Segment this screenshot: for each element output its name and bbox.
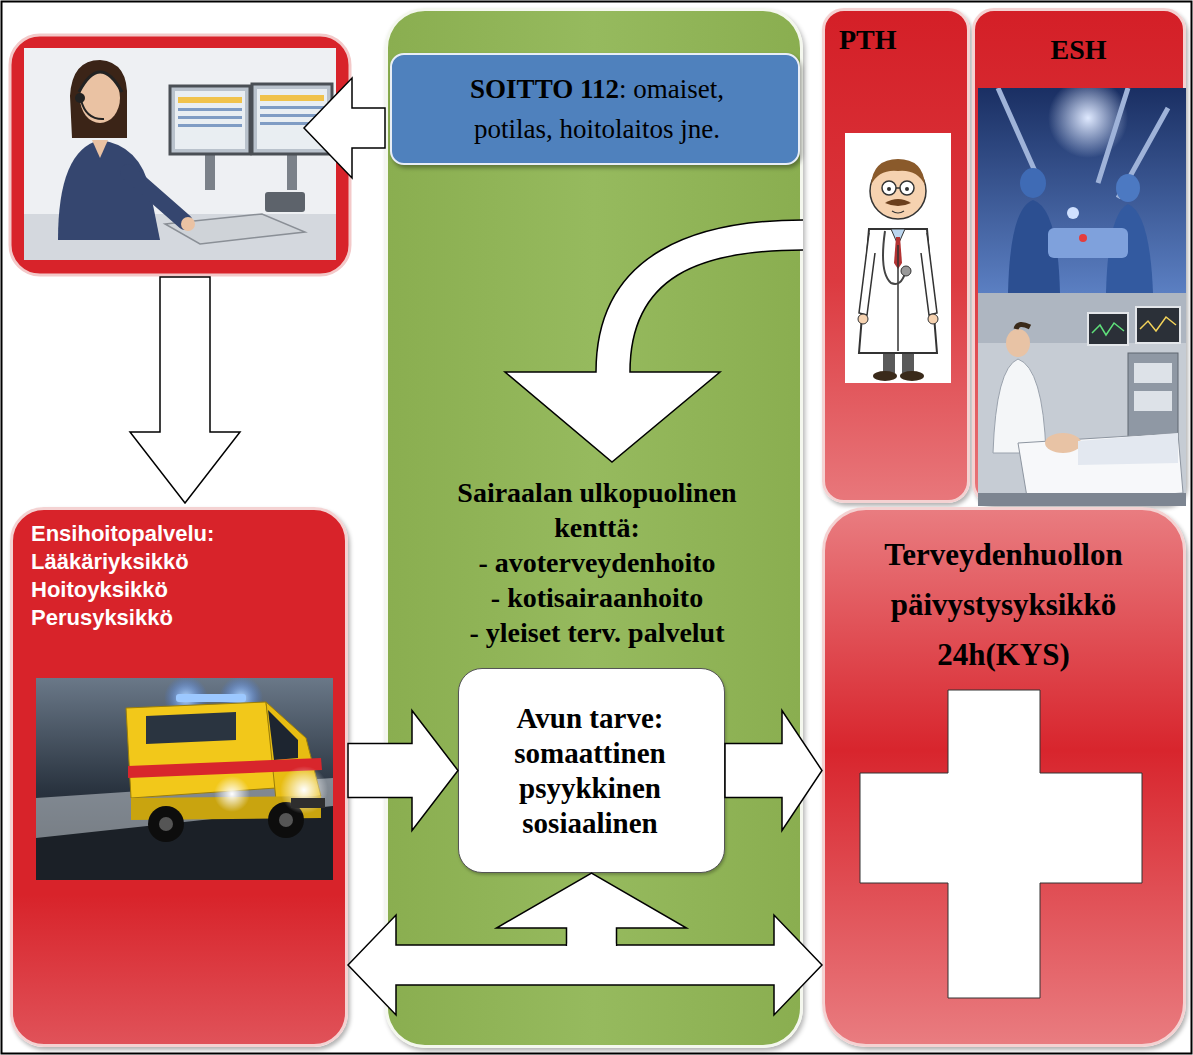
emergency-care-box: Ensihoitopalvelu:LääkäriyksikköHoitoyksi…: [10, 507, 348, 1047]
node-title: SOITTO 112: [470, 74, 619, 104]
node-title: PTH: [839, 23, 959, 57]
dispatch-arrow: [130, 277, 240, 503]
emergency-unit-box: Terveydenhuollonpäivystysyksikkö24h(KYS): [822, 507, 1186, 1047]
text-stack: Avun tarve:somaattinenpsyykkinensosiaali…: [459, 701, 721, 841]
node-title: Terveydenhuollon: [825, 530, 1182, 580]
node-line: Lääkäriyksikkö: [31, 548, 331, 576]
call-box: SOITTO 112: omaiset, potilas, hoitolaito…: [390, 53, 800, 165]
text-stack: SOITTO 112: omaiset, potilas, hoitolaito…: [447, 69, 747, 149]
dispatcher-photo: [10, 35, 350, 275]
block-arrow: [725, 711, 822, 831]
curved-arrow: [505, 220, 803, 462]
surgery-photo: [978, 88, 1186, 293]
doctor-cartoon: [845, 133, 951, 383]
branch-joint: [568, 944, 616, 948]
node-line: 24h(KYS): [825, 630, 1182, 680]
call-arrow: [304, 78, 385, 178]
node-title: ESH: [975, 33, 1182, 67]
node-title: Ensihoitopalvelu:: [31, 520, 331, 548]
text-stack: Sairaalan ulkopuolinen kenttä:- avoterve…: [432, 475, 762, 650]
node-line: Perusyksikkö: [31, 604, 331, 632]
node-line: Hoitoyksikkö: [31, 576, 331, 604]
text-stack: PTH: [839, 23, 959, 57]
hospital-district-box: ESH: [972, 8, 1186, 505]
node-line: - yleiset terv. palvelut: [432, 615, 762, 650]
node-line: psyykkinen: [459, 771, 721, 806]
text-stack: Terveydenhuollonpäivystysyksikkö24h(KYS): [825, 530, 1182, 680]
ambulance-photo: [36, 678, 333, 880]
node-line: - kotisairaanhoito: [432, 580, 762, 615]
cross-shape: [860, 690, 1142, 998]
node-title: Sairaalan ulkopuolinen kenttä:: [432, 475, 762, 545]
block-arrow: [348, 711, 458, 831]
need-box: Avun tarve:somaattinenpsyykkinensosiaali…: [458, 668, 725, 873]
text-stack: ESH: [975, 33, 1182, 67]
node-line: - avoterveydenhoito: [432, 545, 762, 580]
text-stack: Ensihoitopalvelu:LääkäriyksikköHoitoyksi…: [31, 520, 331, 632]
node-line: somaattinen: [459, 736, 721, 771]
node-line: päivystysyksikkö: [825, 580, 1182, 630]
health-centre-box: PTH: [822, 8, 970, 503]
node-line: sosiaalinen: [459, 806, 721, 841]
intensive-care-photo: [978, 293, 1186, 506]
branch-arrow: [497, 873, 687, 946]
node-title: Avun tarve:: [459, 701, 721, 736]
